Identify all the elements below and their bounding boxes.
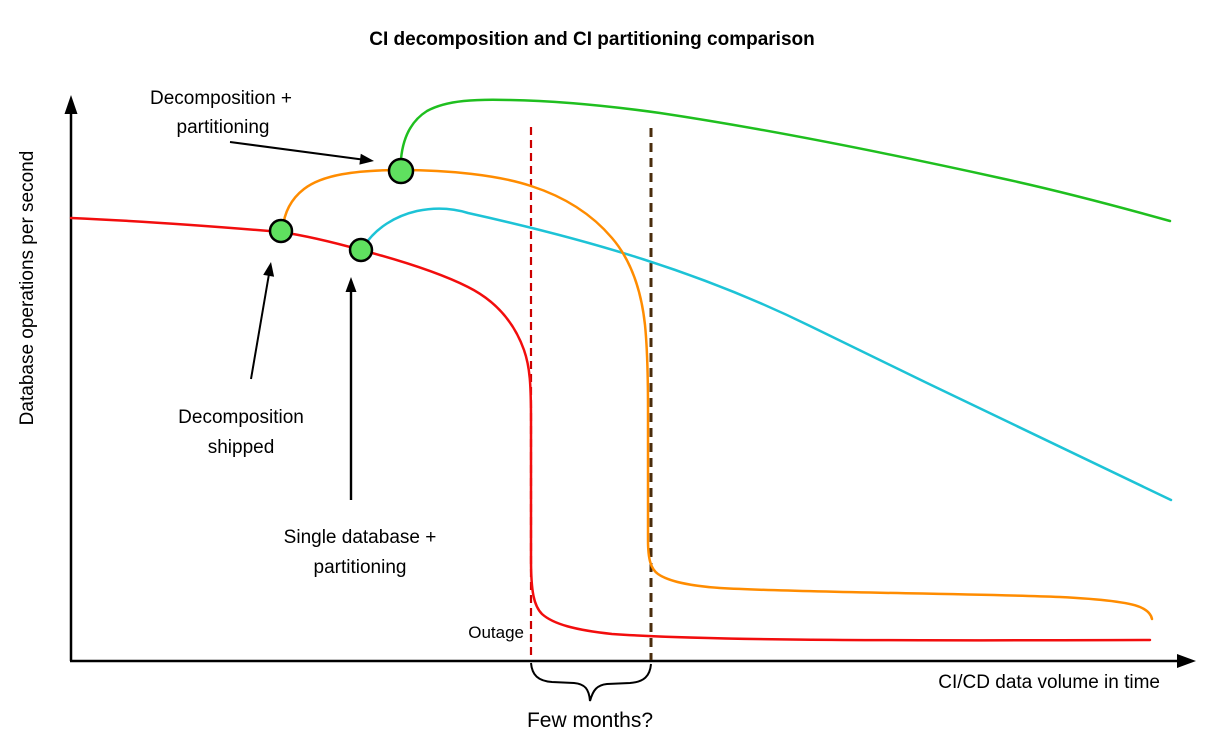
event-marker-decomposition-partitioning xyxy=(387,157,415,185)
annotation-decomposition-partitioning-line1: Decomposition + xyxy=(150,88,292,109)
annotation-single-database-partitioning-line1: Single database + xyxy=(284,527,437,548)
y-axis-arrowhead-icon xyxy=(64,95,78,114)
arrowhead-icon xyxy=(359,153,374,165)
outage-dashed-lines xyxy=(529,127,653,660)
arrowhead-icon xyxy=(263,262,275,277)
series-curves xyxy=(69,98,1173,642)
event-marker-single-db-partitioning xyxy=(348,237,374,263)
curve-single-database xyxy=(69,216,1152,642)
annotation-single-database-partitioning-line2: partitioning xyxy=(314,557,407,578)
curve-decomposition-shipped xyxy=(281,168,1154,621)
curly-brace-icon xyxy=(530,662,652,702)
annotation-single-database-partitioning: Single database + partitioning xyxy=(284,277,437,578)
annotation-decomposition-shipped-line2: shipped xyxy=(208,437,275,458)
outage-label: Outage xyxy=(468,623,524,642)
curve-decomposition-partitioning xyxy=(399,98,1172,223)
annotation-decomposition-partitioning: Decomposition + partitioning xyxy=(150,88,374,165)
x-axis-label: CI/CD data volume in time xyxy=(938,672,1160,693)
annotation-arrow-decomposition-partitioning xyxy=(229,141,363,161)
few-months-annotation: Few months? xyxy=(527,662,653,732)
annotation-decomposition-partitioning-line2: partitioning xyxy=(177,117,270,138)
chart-title: CI decomposition and CI partitioning com… xyxy=(369,29,814,50)
arrowhead-icon xyxy=(345,277,357,292)
event-markers xyxy=(268,157,415,263)
y-axis-label: Database operations per second xyxy=(17,151,38,426)
curve-single-database-partitioning xyxy=(362,207,1173,502)
annotation-decomposition-shipped: Decomposition shipped xyxy=(178,262,304,458)
annotation-decomposition-shipped-line1: Decomposition xyxy=(178,407,304,428)
event-marker-decomposition-shipped xyxy=(268,218,294,244)
x-axis-arrowhead-icon xyxy=(1177,654,1196,668)
annotation-arrow-decomposition-shipped xyxy=(250,273,270,380)
axes: Database operations per second CI/CD dat… xyxy=(17,95,1196,693)
few-months-label: Few months? xyxy=(527,709,653,732)
